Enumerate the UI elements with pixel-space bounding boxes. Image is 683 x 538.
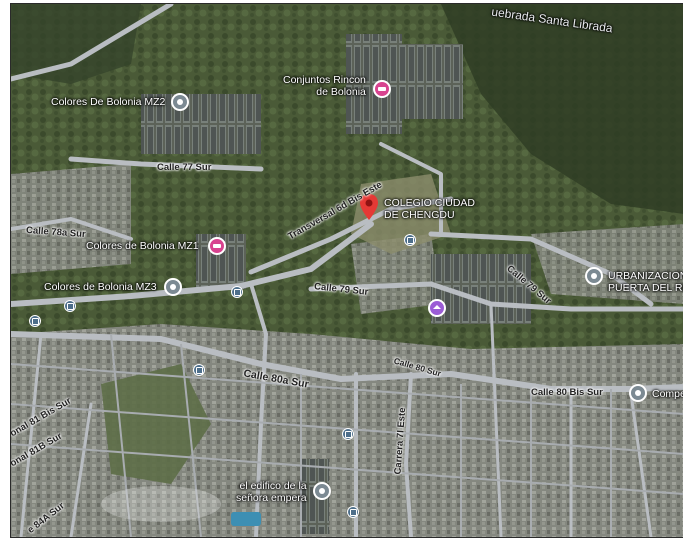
home-icon[interactable]	[428, 299, 446, 317]
location-icon[interactable]	[164, 278, 182, 296]
bus-stop-icon[interactable]	[29, 315, 41, 327]
place-label-line: PUERTA DEL RE	[608, 282, 683, 294]
place-label-line: señora empera	[236, 492, 307, 504]
location-icon[interactable]	[313, 482, 331, 500]
bus-stop-icon[interactable]	[347, 506, 359, 518]
place-label-colores-mz1[interactable]: Colores de Bolonia MZ1	[86, 240, 199, 252]
place-label-colegio[interactable]: COLEGIO CIUDAD DE CHENGDU	[384, 197, 475, 221]
map-viewport[interactable]: uebrada Santa Librada Colores De Bolonia…	[10, 3, 683, 538]
place-label-line: Conjuntos Rincon	[283, 74, 366, 86]
place-label-compe[interactable]: Compe	[652, 388, 683, 400]
hotel-icon[interactable]	[208, 237, 226, 255]
location-icon[interactable]	[629, 384, 647, 402]
place-label-line: COLEGIO CIUDAD	[384, 197, 476, 209]
hotel-icon[interactable]	[373, 80, 391, 98]
place-label-urbanizacion[interactable]: URBANIZACION PUERTA DEL RE	[608, 270, 683, 294]
place-label-conjuntos-rincon[interactable]: Conjuntos Rincon de Bolonia	[283, 74, 366, 98]
bus-stop-icon[interactable]	[231, 286, 243, 298]
bus-stop-icon[interactable]	[193, 364, 205, 376]
bus-stop-icon[interactable]	[342, 428, 354, 440]
school-pin-icon[interactable]	[360, 194, 378, 220]
place-label-colores-mz3[interactable]: Colores de Bolonia MZ3	[44, 281, 157, 293]
bus-stop-icon[interactable]	[64, 300, 76, 312]
road-label: Calle 80 Bis Sur	[531, 387, 603, 398]
place-label-line: el edifico de la	[239, 480, 307, 492]
location-icon[interactable]	[171, 93, 189, 111]
place-label-line: de Bolonia	[316, 86, 366, 98]
road-label: Calle 77 Sur	[157, 162, 212, 173]
place-label-edificio[interactable]: el edifico de la señora empera	[236, 480, 307, 504]
place-label-line: DE CHENGDU	[384, 209, 455, 221]
location-icon[interactable]	[585, 267, 603, 285]
bus-stop-icon[interactable]	[404, 234, 416, 246]
place-label-colores-mz2[interactable]: Colores De Bolonia MZ2	[51, 96, 166, 108]
place-label-line: URBANIZACION	[608, 270, 683, 282]
